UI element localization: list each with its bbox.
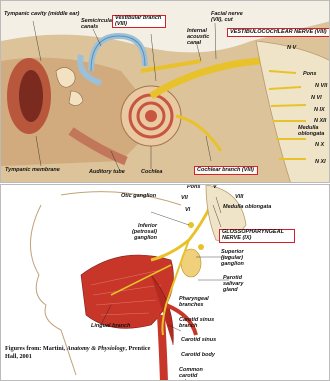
label-carotid-body: Carotid body — [181, 352, 215, 358]
label-pons: Pons — [303, 71, 316, 77]
label-pharyngeal-branches: Pharyngeal branches — [179, 296, 211, 308]
label-carotid-sinus-branch: Carotid sinus branch — [179, 317, 215, 329]
label-tympanic-membrane: Tympanic membrane — [5, 167, 60, 173]
label-otic-ganglion: Otic ganglion — [121, 193, 156, 199]
label-cn-vii: N VII — [315, 83, 327, 89]
label-cn-v-2: V — [213, 184, 217, 190]
label-cn-x: N X — [315, 142, 324, 148]
label-facial-nerve: Facial nerve (VII), cut — [211, 11, 249, 23]
highlight-vestibular-branch: Vestibular branch (VIII) — [112, 15, 166, 28]
label-cn-vi: N VI — [311, 95, 322, 101]
label-medulla-oblongata-2: Medulla oblongata — [223, 204, 271, 210]
figure-caption: Figures from: Martini, Anatomy & Physiol… — [5, 345, 155, 360]
caption-prefix: Figures from: Martini, — [5, 345, 65, 352]
label-cn-vii-2: VII — [181, 195, 188, 201]
label-pons-2: Pons — [187, 184, 200, 190]
label-carotid-sinus: Carotid sinus — [181, 337, 216, 343]
highlight-glossopharyngeal-nerve: GLOSSOPHARYNGEAL NERVE (IX) — [219, 229, 295, 243]
label-internal-acoustic-canal: Internal acoustic canal — [187, 28, 221, 46]
label-cn-viii-2: VIII — [235, 194, 243, 200]
label-parotid-gland: Parotid salivary gland — [223, 275, 253, 293]
label-cn-vi-2: VI — [185, 207, 190, 213]
label-cn-xi: N XI — [315, 159, 326, 165]
label-lingual-branch: Lingual branch — [91, 323, 130, 329]
label-cn-xii: N XII — [314, 118, 326, 124]
ear-illustration-panel: Tympanic cavity (middle ear) Semicircula… — [0, 0, 330, 183]
label-tympanic-cavity: Tympanic cavity (middle ear) — [4, 11, 79, 17]
highlight-cochlear-branch: Cochlear branch (VIII) — [194, 166, 258, 175]
label-superior-ganglion: Superior (jugular) ganglion — [221, 249, 255, 267]
label-inferior-ganglion: Inferior (petrosal) ganglion — [121, 223, 157, 241]
label-common-carotid-artery: Common carotid artery — [179, 367, 209, 381]
label-cochlea: Cochlea — [141, 169, 162, 175]
label-cn-ix: N IX — [314, 107, 325, 113]
label-auditory-tube: Auditory tube — [89, 169, 125, 175]
label-medulla-oblongata: Medulla oblongata — [298, 125, 328, 137]
label-cn-v: N V — [287, 45, 296, 51]
highlight-vestibulocochlear-nerve: VESTIBULOCOCHLEAR NERVE (VIII) — [227, 28, 330, 37]
caption-book-title: Anatomy & Physiology — [67, 345, 126, 352]
